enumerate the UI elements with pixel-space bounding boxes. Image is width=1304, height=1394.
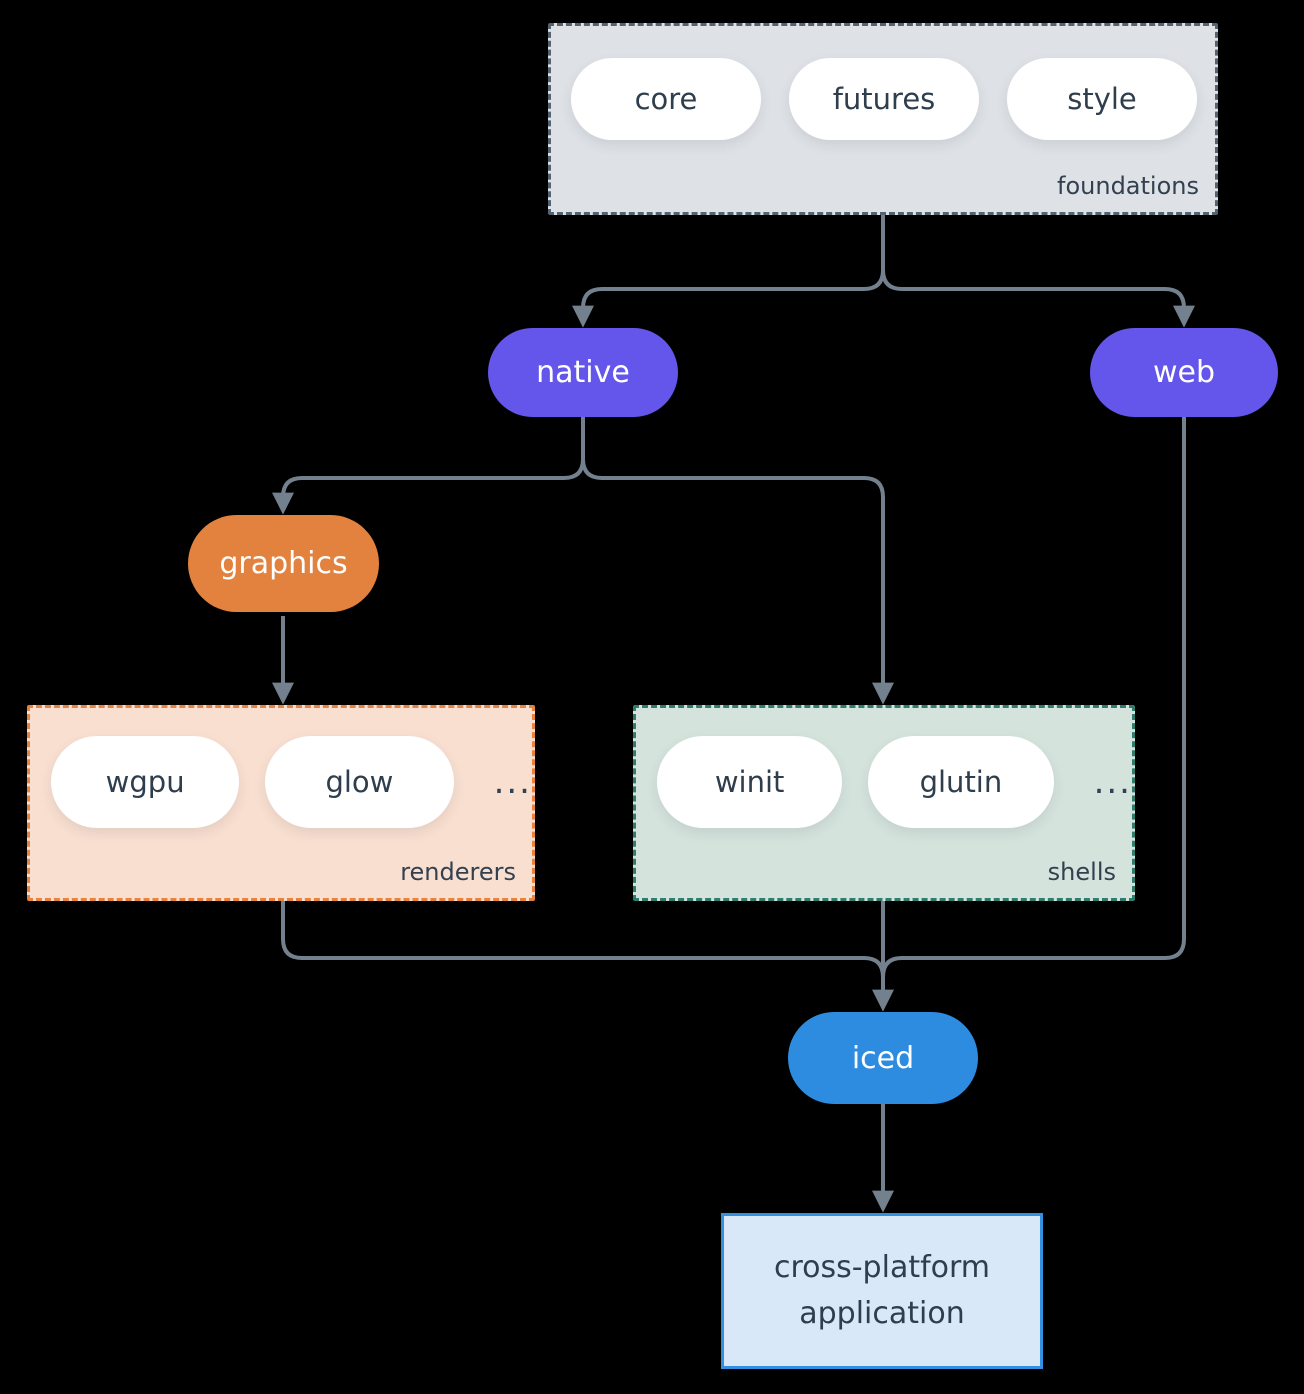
node-core: core xyxy=(571,58,761,140)
foundations-group-box: core futures style foundations xyxy=(548,23,1218,215)
node-style: style xyxy=(1007,58,1197,140)
renderers-pill-row: wgpu glow ... xyxy=(30,708,532,828)
node-glow: glow xyxy=(265,736,454,828)
shells-group-label: shells xyxy=(1047,858,1116,886)
edge-renderers-to-iced xyxy=(281,901,885,978)
node-native: native xyxy=(488,328,678,417)
foundations-group-label: foundations xyxy=(1057,172,1199,200)
renderers-group-box: wgpu glow ... renderers xyxy=(27,705,535,901)
shells-group-box: winit glutin ... shells xyxy=(633,705,1135,901)
shells-pill-row: winit glutin ... xyxy=(636,708,1132,828)
node-wgpu: wgpu xyxy=(51,736,240,828)
edge-native-to-shells xyxy=(581,417,894,705)
edge-web-to-iced xyxy=(881,417,1186,978)
edge-native-to-graphics xyxy=(272,417,585,515)
foundations-pill-row: core futures style xyxy=(551,26,1215,140)
node-glutin: glutin xyxy=(868,736,1054,828)
node-web: web xyxy=(1090,328,1278,417)
cross-platform-application-box: cross-platform application xyxy=(721,1213,1043,1369)
node-winit: winit xyxy=(657,736,843,828)
edge-foundations-to-native xyxy=(572,215,885,328)
shells-ellipsis: ... xyxy=(1093,762,1132,802)
application-label: cross-platform application xyxy=(773,1249,991,1332)
edge-foundations-to-web xyxy=(881,215,1195,328)
node-futures: futures xyxy=(789,58,979,140)
renderers-ellipsis: ... xyxy=(493,762,532,802)
renderers-group-label: renderers xyxy=(400,858,516,886)
node-graphics: graphics xyxy=(188,515,379,612)
node-iced: iced xyxy=(788,1012,978,1104)
